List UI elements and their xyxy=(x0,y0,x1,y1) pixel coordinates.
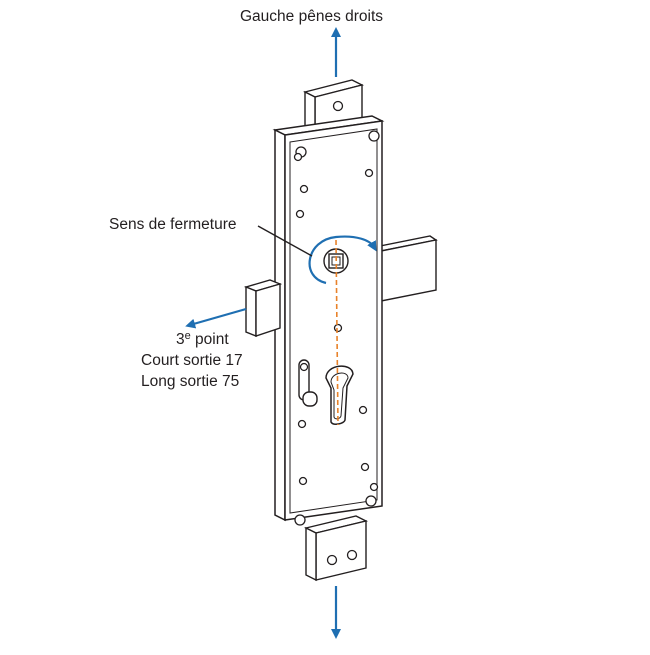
bottom-bolt xyxy=(303,515,369,582)
top-direction-label: Gauche pênes droits xyxy=(240,8,384,25)
third-point-superscript: e xyxy=(184,330,191,342)
top-bolt-hole xyxy=(332,100,344,112)
short-exit-label: Court sortie 17 xyxy=(141,352,243,369)
screw-holes xyxy=(293,130,380,526)
axis-line xyxy=(335,239,339,426)
closing-direction-leader xyxy=(257,225,313,257)
rotation-arrow-icon xyxy=(308,235,377,285)
lock-case xyxy=(272,115,385,522)
third-point-arrow-icon xyxy=(185,307,247,329)
third-point-number: 3 xyxy=(176,331,185,348)
third-point-text: point xyxy=(190,331,229,348)
closing-direction-label: Sens de fermeture xyxy=(109,216,237,233)
long-exit-label: Long sortie 75 xyxy=(141,373,240,390)
left-bolt-3e-point xyxy=(243,279,283,338)
latch-lever xyxy=(298,359,318,407)
cylinder-cutout xyxy=(325,365,354,425)
third-point-label: 3e point xyxy=(176,330,229,351)
